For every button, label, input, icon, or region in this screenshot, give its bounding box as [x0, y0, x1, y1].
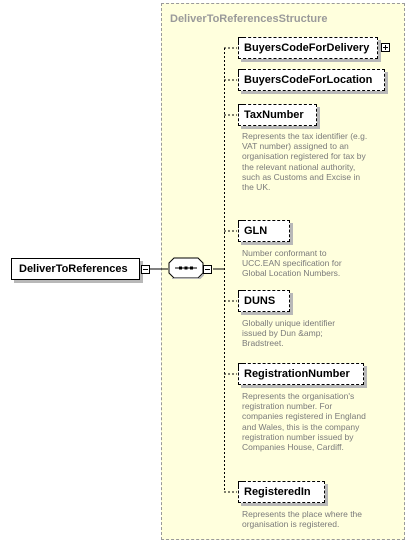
- collapse-icon[interactable]: [141, 265, 150, 274]
- element-label: DUNS: [244, 295, 276, 307]
- element-label: GLN: [244, 225, 268, 237]
- element-buyers-code-for-location[interactable]: BuyersCodeForLocation: [238, 69, 385, 91]
- element-registration-number[interactable]: RegistrationNumber: [238, 363, 364, 385]
- element-duns[interactable]: DUNS: [238, 290, 290, 312]
- element-label: TaxNumber: [244, 109, 304, 121]
- registration-number-description: Represents the organisation's registrati…: [242, 391, 366, 453]
- element-label: RegistrationNumber: [244, 368, 350, 380]
- element-label: BuyersCodeForDelivery: [244, 42, 370, 54]
- element-tax-number[interactable]: TaxNumber: [238, 104, 317, 126]
- element-label: RegisteredIn: [244, 486, 311, 498]
- gln-description: Number conformant to UCC.EAN specificati…: [242, 248, 342, 279]
- element-label: BuyersCodeForLocation: [244, 74, 373, 86]
- expand-icon[interactable]: [381, 43, 390, 52]
- root-element-deliver-to-references[interactable]: DeliverToReferences: [11, 258, 140, 280]
- sequence-compositor[interactable]: [168, 257, 205, 280]
- structure-title: DeliverToReferencesStructure: [170, 13, 328, 25]
- element-gln[interactable]: GLN: [238, 220, 290, 242]
- sequence-icon: [168, 257, 205, 280]
- root-element-label: DeliverToReferences: [19, 263, 128, 275]
- collapse-icon[interactable]: [203, 265, 212, 274]
- element-registered-in[interactable]: RegisteredIn: [238, 481, 325, 503]
- tax-number-description: Represents the tax identifier (e.g. VAT …: [242, 131, 368, 193]
- element-buyers-code-for-delivery[interactable]: BuyersCodeForDelivery: [238, 37, 378, 59]
- registered-in-description: Represents the place where the organisat…: [242, 509, 363, 530]
- duns-description: Globally unique identifier issued by Dun…: [242, 318, 336, 349]
